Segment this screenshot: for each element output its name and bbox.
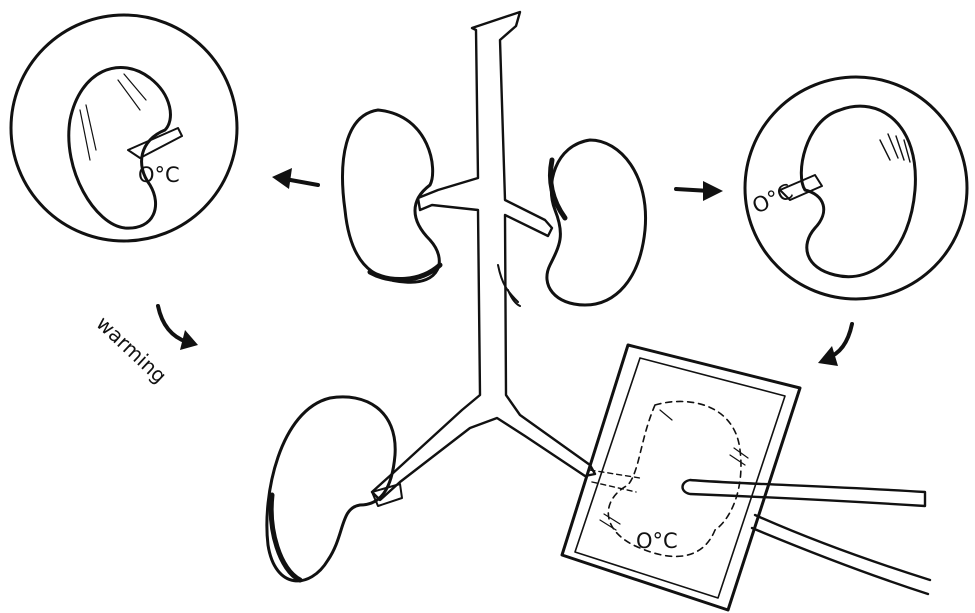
temp-label-left: O°C xyxy=(138,163,180,187)
vessel-stub-left xyxy=(128,128,182,158)
kidney-donor-right-upper xyxy=(547,140,646,305)
temp-label-bag: O°C xyxy=(636,529,678,553)
kidney-left-cooled xyxy=(69,67,171,228)
kidney-right-cooled xyxy=(801,106,915,276)
preservation-bag: O°C xyxy=(562,345,800,610)
aorta-vessel-tree xyxy=(372,12,595,500)
curved-arrow-down-right-icon xyxy=(158,306,198,350)
cooled-kidney-left-circle: O°C xyxy=(11,15,237,241)
cannula-tube-upper xyxy=(683,480,926,506)
cannula-tube-lower xyxy=(752,515,930,594)
curved-arrow-down-left-icon xyxy=(818,324,852,366)
cooling-bath-left xyxy=(11,15,237,241)
cooled-kidney-right-circle: O°C xyxy=(745,77,967,299)
warming-label: warming xyxy=(92,311,172,388)
arrow-left-icon xyxy=(272,168,318,189)
arrow-right-icon xyxy=(676,181,723,201)
